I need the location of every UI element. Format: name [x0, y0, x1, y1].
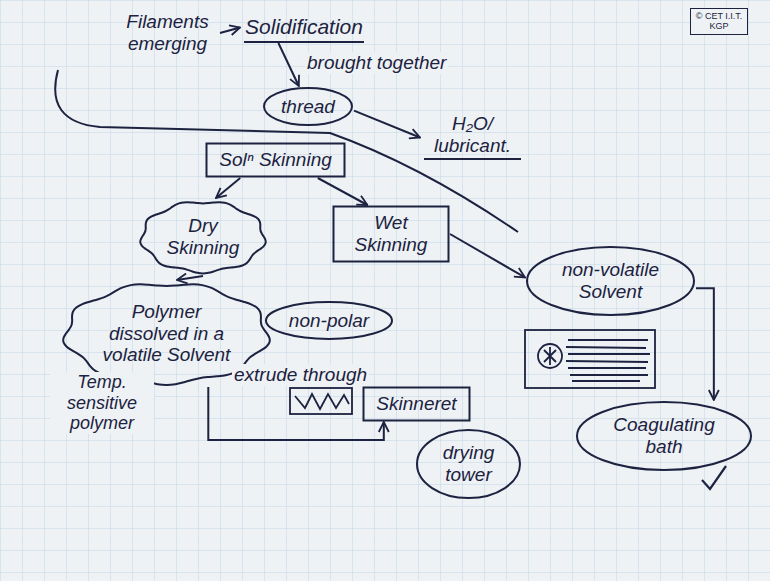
box-outline [364, 388, 470, 421]
arrow-connector [354, 111, 420, 138]
crossed-out-word [290, 388, 352, 414]
box-outline [207, 144, 345, 177]
node-text: Filaments emerging [120, 11, 215, 55]
node-content: non-polar [288, 310, 371, 332]
note-node: Filaments emerging [115, 8, 220, 58]
arrow-connector [216, 178, 240, 198]
node-content: Skinneret [375, 393, 458, 415]
node-content: thread [280, 96, 336, 118]
arrow-connector [220, 28, 240, 34]
circle-outline [577, 402, 751, 470]
check-mark [702, 466, 726, 489]
node-content: Solⁿ Skinning [218, 149, 333, 171]
arrow-connector [208, 387, 383, 440]
process-box: Wet Skinning [332, 205, 450, 263]
node-text: non-volatile Solvent [556, 259, 666, 303]
arrow-connector [318, 178, 368, 205]
node-text: Solidification [244, 15, 364, 39]
arrow-connector [278, 43, 298, 86]
note-node: H₂O/ lubricant. [420, 110, 525, 160]
circle-outline [527, 247, 694, 315]
note-node: Solidification [240, 12, 368, 43]
cloud-outline [140, 202, 265, 273]
sketch-hatching [566, 340, 650, 381]
arrow-connector [696, 288, 714, 400]
node-text: Skinneret [375, 393, 458, 415]
sketch-star [544, 347, 556, 365]
edge-label: extrude through [232, 364, 369, 386]
node-content: Coagulating bath [607, 414, 722, 458]
circle-outline [417, 430, 520, 498]
underline [424, 158, 521, 160]
node-text: Solⁿ Skinning [218, 149, 333, 171]
arrow-connector [177, 276, 203, 280]
bath-sketch [525, 330, 655, 388]
node-text: drying tower [436, 442, 501, 486]
circled-term: non-volatile Solvent [525, 245, 696, 317]
node-text: non-polar [288, 310, 371, 332]
arrow-connector [450, 234, 525, 277]
box-outline [334, 207, 449, 262]
node-content: non-volatile Solvent [556, 259, 666, 303]
process-box: Solⁿ Skinning [205, 142, 346, 178]
node-content: H₂O/ lubricant. [425, 113, 520, 157]
crossed-box [290, 388, 352, 414]
process-box: Skinneret [362, 386, 471, 422]
watermark: © CET I.I.T. KGP [690, 8, 748, 35]
scribble [295, 394, 349, 409]
node-content: Wet Skinning [346, 212, 436, 256]
node-text: Dry Skinning [163, 215, 243, 259]
edge-label: brought together [305, 52, 448, 74]
circled-term: non-polar [264, 300, 394, 341]
circled-term: Coagulating bath [575, 400, 753, 472]
circled-term: drying tower [415, 428, 522, 500]
node-content: Filaments emerging [120, 11, 215, 55]
node-text: Coagulating bath [607, 414, 722, 458]
side-note: Temp. sensitive polymer [50, 372, 154, 434]
sketch-frame [525, 330, 655, 388]
node-text: Polymer dissolved in a volatile Solvent [97, 301, 237, 367]
node-text: thread [280, 96, 336, 118]
circled-term: thread [262, 86, 354, 127]
circle-outline [264, 88, 352, 125]
sketch-circle [538, 344, 562, 368]
node-text: Wet Skinning [346, 212, 436, 256]
node-text: H₂O/ lubricant. [425, 113, 520, 157]
cloud-bubble: Dry Skinning [138, 198, 268, 276]
underline [244, 41, 364, 43]
node-content: Solidification [244, 15, 364, 39]
node-content: Dry Skinning [163, 215, 243, 259]
node-content: drying tower [436, 442, 501, 486]
circle-outline [266, 302, 392, 339]
node-content: Polymer dissolved in a volatile Solvent [97, 301, 237, 367]
